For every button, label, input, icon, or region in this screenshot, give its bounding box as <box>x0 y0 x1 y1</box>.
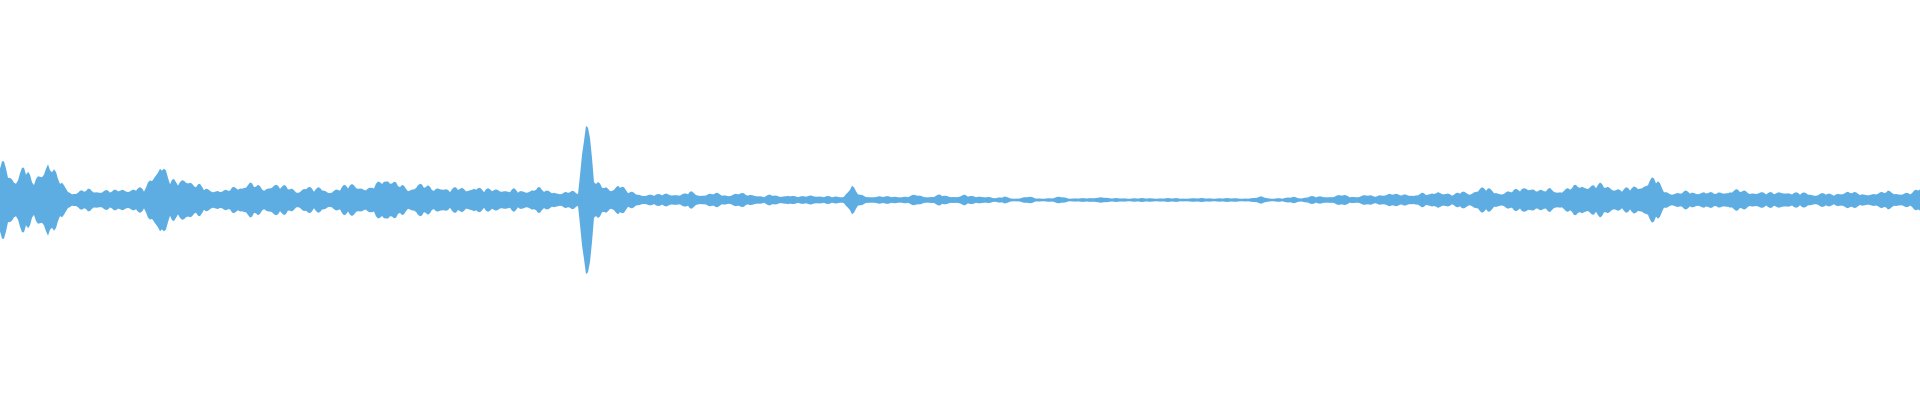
waveform-track <box>0 125 1920 275</box>
